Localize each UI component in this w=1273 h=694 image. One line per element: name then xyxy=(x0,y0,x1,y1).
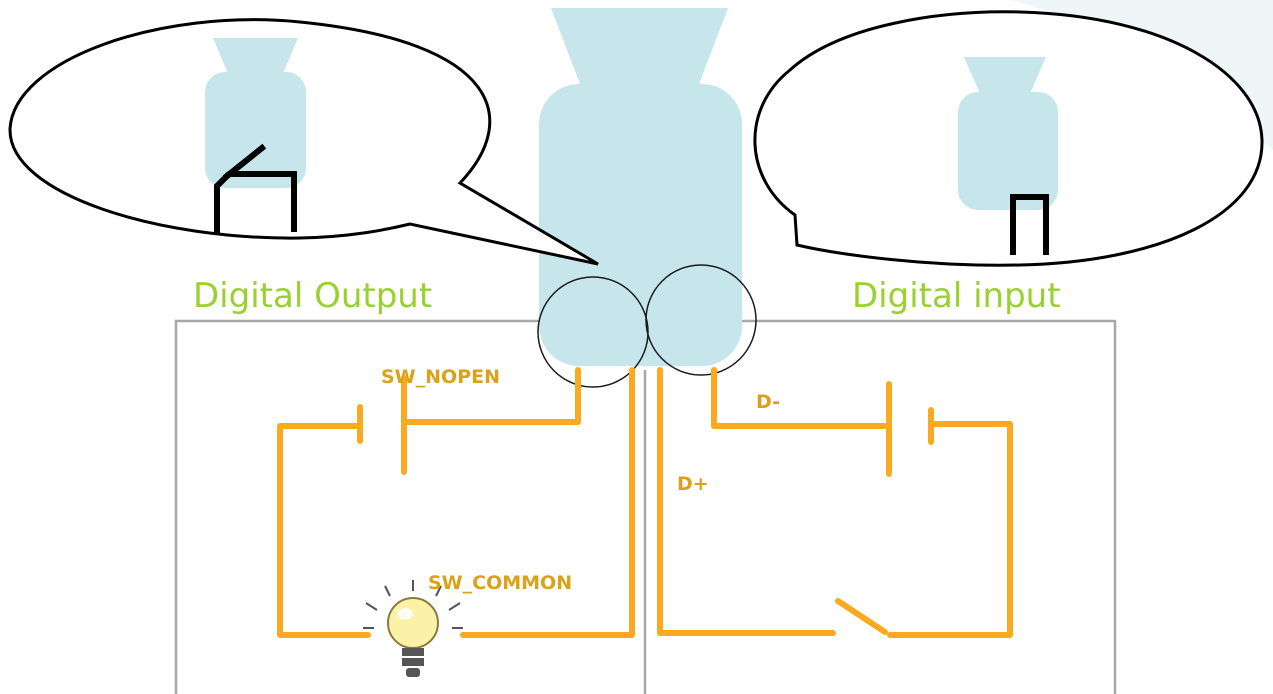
right-loop-wire xyxy=(887,421,1013,638)
io-module-cap xyxy=(551,8,728,92)
input-circuit: D- D+ xyxy=(657,367,1013,638)
nopen-wire xyxy=(401,367,581,425)
d-plus-label: D+ xyxy=(677,473,709,495)
d-minus-label: D- xyxy=(756,391,780,413)
panel-frames xyxy=(174,319,1117,694)
output-panel-title: Digital Output xyxy=(193,276,432,316)
light-bulb-icon xyxy=(363,580,463,677)
common-label: SW_COMMON xyxy=(428,572,572,594)
input-panel-title: Digital input xyxy=(852,276,1061,316)
input-terminal-ring xyxy=(645,264,757,376)
io-module-body xyxy=(539,84,742,366)
common-wire xyxy=(460,367,635,638)
switch-icon xyxy=(835,598,888,635)
io-module xyxy=(537,8,757,388)
output-callout xyxy=(8,18,599,266)
d-minus-wire xyxy=(711,367,892,429)
d-plus-wire xyxy=(657,367,836,636)
input-callout-device-body xyxy=(958,92,1058,210)
output-circuit: SW_NOPEN SW_COMMON xyxy=(277,366,635,677)
relay-switch-symbol-icon xyxy=(214,143,297,234)
input-callout xyxy=(753,10,1264,267)
output-terminal-ring xyxy=(537,276,649,388)
left-loop-wire xyxy=(277,423,371,638)
output-callout-device-body xyxy=(205,72,306,188)
background-swoosh xyxy=(1010,0,1273,150)
nopen-label: SW_NOPEN xyxy=(381,366,500,388)
pulse-symbol-icon xyxy=(1010,194,1049,255)
output-callout-device-cap xyxy=(213,38,298,76)
input-callout-device-cap xyxy=(964,57,1046,96)
